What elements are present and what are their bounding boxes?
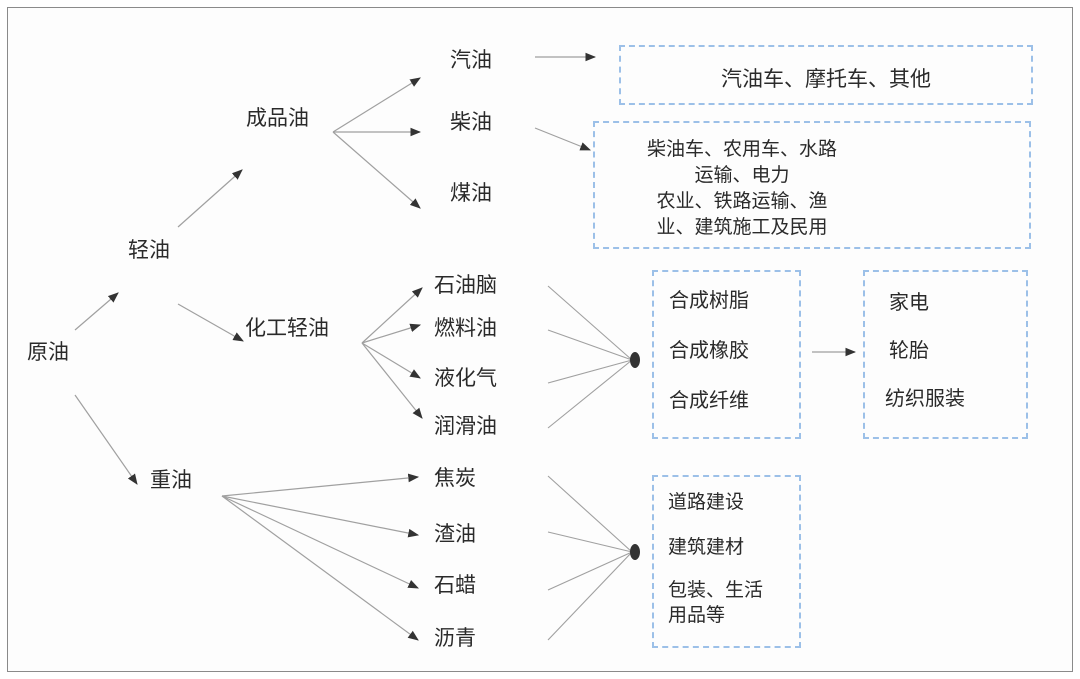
merge-line-lpg [547, 359, 633, 384]
box-line: 合成纤维 [669, 388, 749, 412]
box-line: 农业、铁路运输、渔 [656, 190, 828, 212]
arrow-refined-to-gasoline [332, 77, 421, 133]
box-line: 运输、电力 [694, 164, 790, 186]
box-line: 用品等 [668, 604, 726, 626]
arrow-crude-to-heavy [74, 394, 138, 485]
node-lubricant: 润滑油 [434, 414, 497, 438]
arrow-chemical-to-naphtha [361, 287, 423, 344]
node-naphtha: 石油脑 [434, 273, 497, 297]
arrow-heavy-to-asphalt [221, 495, 419, 641]
box-line: 合成橡胶 [669, 338, 749, 362]
box-diesel-uses: 柴油车、农用车、水路 运输、电力 农业、铁路运输、渔 业、建筑施工及民用 [593, 121, 1031, 249]
node-heavy-oil: 重油 [150, 468, 192, 492]
merge-line-asphalt [547, 551, 633, 641]
node-chemical-light-oil: 化工轻油 [245, 316, 329, 340]
merge-line-fueloil [547, 329, 633, 361]
box-line: 柴油车、农用车、水路 [646, 138, 837, 160]
box-line: 业、建筑施工及民用 [656, 216, 828, 238]
arrow-crude-to-light [74, 292, 119, 331]
box-line: 家电 [889, 290, 929, 314]
arrow-heavy-to-coke [221, 473, 420, 497]
node-fuel-oil: 燃料油 [434, 316, 497, 340]
box-line: 建筑建材 [668, 536, 745, 558]
merge-line-paraffin [547, 551, 633, 591]
box-line: 包装、生活 [668, 579, 764, 601]
box-heavy-uses: 道路建设 建筑建材 包装、生活 用品等 [652, 475, 801, 648]
node-coke: 焦炭 [434, 466, 476, 490]
node-refined-oil: 成品油 [246, 106, 309, 130]
box-line: 合成树脂 [669, 288, 749, 312]
arrow-light-to-refined [177, 169, 243, 228]
arrow-refined-to-kerosene [332, 131, 421, 209]
box-line: 道路建设 [668, 491, 745, 513]
merge-line-residue [547, 531, 633, 553]
diagram-frame [7, 7, 1073, 672]
merge-line-naphtha [547, 285, 633, 361]
arrow-chemical-to-lpg [361, 342, 421, 379]
arrow-heavy-to-paraffin [221, 495, 419, 589]
node-gasoline: 汽油 [450, 48, 492, 72]
node-asphalt: 沥青 [434, 626, 476, 650]
box-consumer-goods: 家电 轮胎 纺织服装 [863, 270, 1028, 439]
merge-point-chemical [630, 352, 640, 368]
box-gasoline-uses: 汽油车、摩托车、其他 [619, 45, 1033, 105]
merge-line-lube [547, 359, 633, 429]
arrow-heavy-to-residue [221, 495, 420, 538]
node-light-oil: 轻油 [128, 238, 170, 262]
merge-point-heavy [630, 544, 640, 560]
arrow-light-to-chemical [177, 303, 244, 342]
node-crude-oil: 原油 [27, 340, 69, 364]
arrow-chemical-to-lube [361, 342, 423, 419]
box-line: 汽油车、摩托车、其他 [721, 67, 931, 91]
box-synthetics: 合成树脂 合成橡胶 合成纤维 [652, 270, 801, 439]
arrow-chemical-to-fueloil [361, 323, 422, 344]
node-paraffin: 石蜡 [434, 573, 476, 597]
box-line: 轮胎 [889, 338, 929, 362]
node-kerosene: 煤油 [450, 181, 492, 205]
node-residue-oil: 渣油 [434, 522, 476, 546]
node-lpg: 液化气 [434, 366, 497, 390]
arrow-diesel-to-box [534, 127, 592, 151]
merge-line-coke [547, 475, 633, 553]
node-diesel: 柴油 [450, 110, 492, 134]
box-line: 纺织服装 [885, 386, 965, 410]
